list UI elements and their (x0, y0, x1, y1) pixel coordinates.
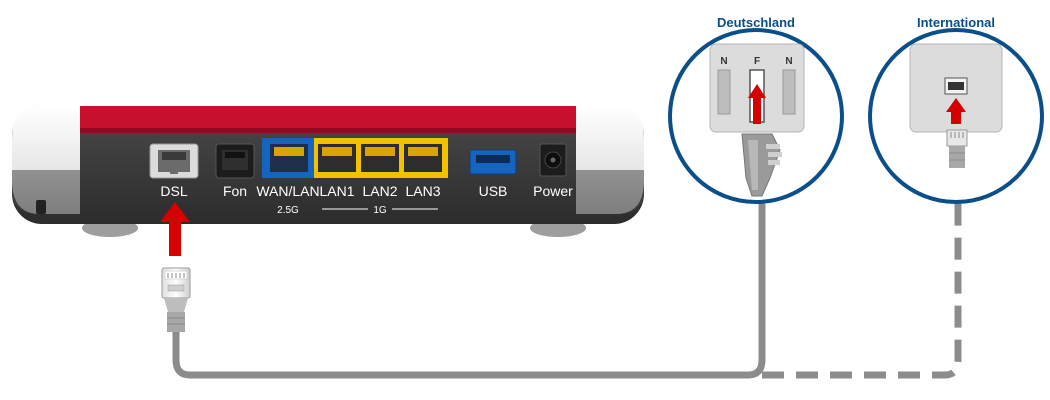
power-port-label: Power (533, 183, 573, 199)
arrow-up-icon (748, 84, 766, 124)
dsl-port-label: DSL (160, 183, 187, 199)
tae-slot-left (717, 69, 731, 115)
international-title: International (917, 15, 995, 30)
deutschland-title: Deutschland (717, 15, 795, 30)
power-port[interactable] (539, 143, 567, 177)
international-socket (868, 28, 1044, 204)
router-red-stripe (40, 106, 616, 132)
tae-slot-right-label: N (785, 56, 792, 67)
lan-speed-label: 1G (373, 205, 387, 216)
rj-socket-jack[interactable] (944, 77, 968, 95)
tae-slot-center-label: F (754, 56, 760, 67)
tae-slot-left-label: N (720, 56, 727, 67)
ethernet-plug-icon (161, 267, 191, 332)
lan3-port[interactable] (404, 144, 442, 172)
wan-speed-label: 2.5G (277, 205, 299, 216)
fon-port[interactable] (215, 143, 255, 179)
arrow-up-icon (160, 202, 190, 256)
dsl-port[interactable] (149, 143, 199, 179)
wan-lan-port-label: WAN/LAN (256, 183, 319, 199)
fon-port-label: Fon (223, 183, 247, 199)
arrow-up-icon (946, 98, 966, 124)
dsl-cable-solid (172, 201, 766, 379)
ethernet-plug-icon (946, 129, 968, 168)
usb-port[interactable] (469, 149, 517, 175)
lan3-port-label: LAN3 (405, 183, 440, 199)
tae-plug-icon (741, 133, 782, 197)
deutschland-socket: N F N (668, 28, 844, 204)
lan2-port[interactable] (361, 144, 399, 172)
cables (172, 170, 962, 379)
lan1-port[interactable] (318, 144, 356, 172)
lan1-port-label: LAN1 (319, 183, 354, 199)
router: DSL Fon WAN/LAN LAN1 LAN2 LAN3 (12, 106, 644, 237)
lan2-port-label: LAN2 (362, 183, 397, 199)
usb-port-label: USB (479, 183, 508, 199)
dsl-cable-dashed (762, 170, 962, 379)
wan-lan-port[interactable] (270, 144, 308, 172)
tae-slot-right (782, 69, 796, 115)
